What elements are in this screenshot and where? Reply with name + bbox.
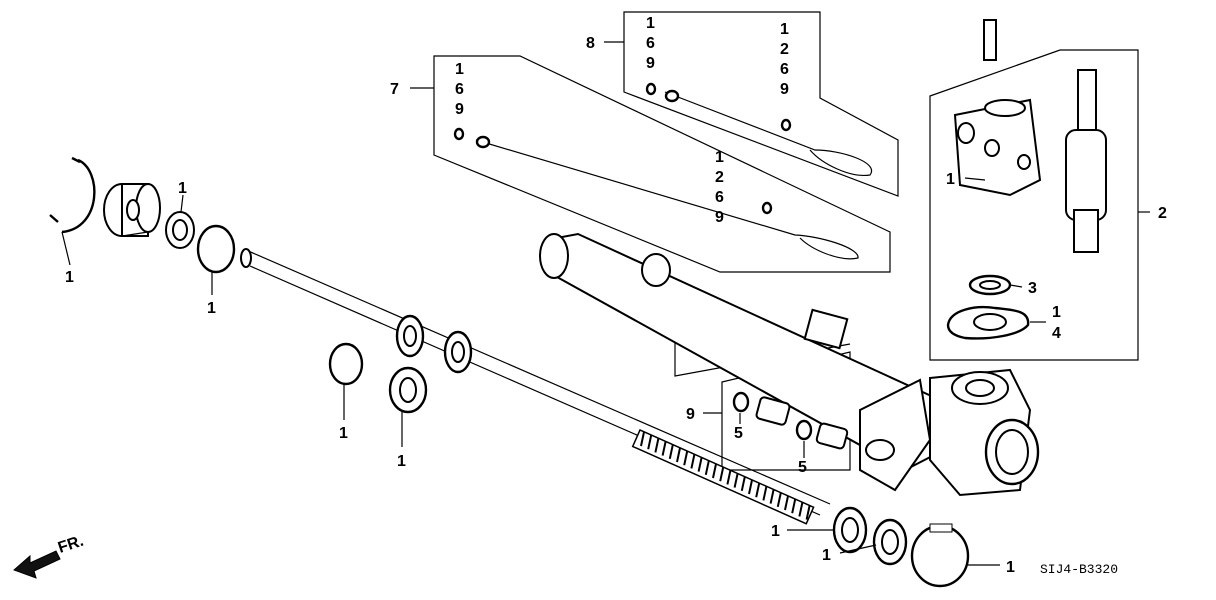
piston-seal-2 <box>443 330 473 374</box>
callout-oring5-a: 5 <box>734 425 743 442</box>
callout-seal-a: 1 <box>339 425 348 442</box>
svg-text:6: 6 <box>715 189 724 206</box>
svg-text:1: 1 <box>780 21 789 38</box>
pipe-group8 <box>664 91 873 176</box>
rack-tooth <box>755 482 761 498</box>
rack-tooth <box>769 489 775 504</box>
rack-tooth <box>740 476 746 492</box>
seal-b <box>388 366 428 414</box>
seal-3 <box>968 274 1012 296</box>
svg-text:9: 9 <box>646 55 655 72</box>
svg-text:6: 6 <box>780 61 789 78</box>
svg-text:9: 9 <box>455 101 464 118</box>
rack-housing <box>539 232 1040 497</box>
callout-seal-c: 1 <box>822 547 831 564</box>
callout-seal-b: 1 <box>397 453 406 470</box>
rack-tooth <box>784 495 789 511</box>
group9-fittings <box>732 391 849 450</box>
svg-text:1: 1 <box>646 15 655 32</box>
rack-tooth <box>719 466 725 482</box>
callout-o-ring-left: 1 <box>207 300 216 317</box>
pinion-shaft <box>1065 69 1107 253</box>
rack-shaft <box>240 248 831 525</box>
front-direction-label: FR. <box>56 533 86 557</box>
svg-text:9: 9 <box>780 81 789 98</box>
rack-tooth <box>726 470 732 485</box>
callout-group2: 2 <box>1158 205 1167 222</box>
callout-seal3: 3 <box>1028 280 1037 297</box>
front-direction-arrow: FR. <box>13 533 86 579</box>
bushing <box>103 183 161 237</box>
stack-group8-left: 1 6 9 <box>646 15 655 72</box>
callout-gasket-b: 4 <box>1052 325 1061 342</box>
rack-tooth <box>762 486 768 501</box>
rack-tooth <box>676 447 681 463</box>
rack-tooth <box>690 454 696 469</box>
callout-group9: 9 <box>686 406 695 423</box>
stack-group7-top: 1 6 9 <box>455 61 464 118</box>
svg-text:6: 6 <box>646 35 655 52</box>
callout-bearing: 1 <box>771 523 780 540</box>
svg-text:9: 9 <box>715 209 724 226</box>
pipe-group7-end <box>475 135 491 149</box>
rack-tooth <box>661 441 667 456</box>
rack-tooth <box>776 492 782 508</box>
stack-group7-mid: 1 2 6 9 <box>715 149 724 226</box>
o-ring-7b <box>761 201 773 215</box>
svg-text:6: 6 <box>455 81 464 98</box>
valve-body <box>953 19 1042 197</box>
leader-lines <box>61 41 1150 566</box>
rack-tooth <box>654 438 660 453</box>
svg-text:1: 1 <box>455 61 464 78</box>
bearing-small <box>165 211 195 249</box>
o-ring-8a <box>645 82 657 96</box>
pipe-group7 <box>475 139 859 260</box>
stack-group8-right: 1 2 6 9 <box>780 21 789 98</box>
rack-tooth <box>640 431 645 447</box>
callout-bushing: 1 <box>178 180 187 197</box>
pipe-group8-end <box>664 89 680 103</box>
svg-text:2: 2 <box>780 41 789 58</box>
snap-ring <box>49 156 96 234</box>
o-ring-8b <box>780 118 792 132</box>
callout-group7: 7 <box>390 81 399 98</box>
clamp-band <box>910 523 970 588</box>
rack-tooth <box>805 505 811 520</box>
group7-outline <box>433 55 891 273</box>
callout-oring5-b: 5 <box>798 459 807 476</box>
diagram-code: SIJ4-B3320 <box>1040 562 1118 577</box>
rack-tooth <box>712 463 717 479</box>
seal-a <box>328 342 364 386</box>
rack-tooth <box>733 473 739 488</box>
rack-tooth <box>704 460 710 476</box>
svg-text:2: 2 <box>715 169 724 186</box>
callout-snap-ring: 1 <box>65 269 74 286</box>
rack-tooth <box>668 444 674 460</box>
seal-bottom <box>872 518 908 566</box>
o-ring-7a <box>453 127 465 141</box>
group2-outline <box>929 49 1139 361</box>
rack-tooth <box>798 502 804 517</box>
piston-seal-1 <box>395 314 425 358</box>
rack-tooth <box>748 479 753 495</box>
svg-text:1: 1 <box>715 149 724 166</box>
callout-clamp: 1 <box>1006 559 1015 576</box>
rack-tooth <box>647 434 653 450</box>
rack-tooth <box>697 457 703 472</box>
o-ring-left <box>196 224 236 274</box>
callout-gasket-a: 1 <box>1052 304 1061 321</box>
bearing-bottom <box>832 506 868 554</box>
gasket-4 <box>946 306 1030 340</box>
rack-tooth <box>791 498 797 514</box>
group8-outline <box>623 11 899 197</box>
callout-group8: 8 <box>586 35 595 52</box>
rack-tooth <box>683 450 689 466</box>
callout-valve: 1 <box>946 171 955 188</box>
